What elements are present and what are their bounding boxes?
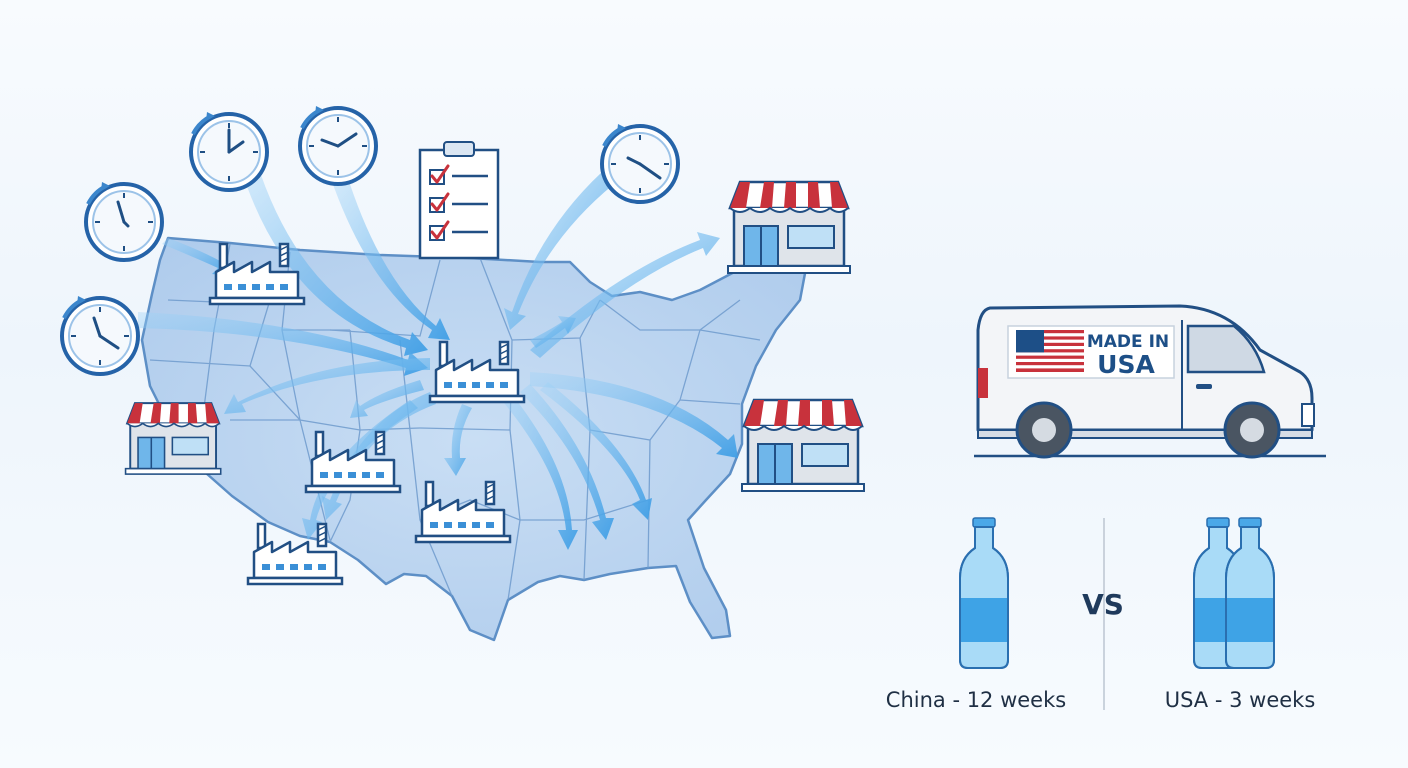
van-label-line2: USA	[1097, 350, 1155, 379]
stopwatch-icon	[298, 104, 378, 186]
arrow-watch-to-center-a	[240, 160, 428, 356]
arrow-center-to-south	[500, 392, 578, 550]
water-bottle-icon	[1225, 517, 1275, 669]
arrow-watch-to-factory-nw	[162, 238, 232, 276]
arrow-center-to-southeast	[520, 384, 614, 540]
van-wheel-front	[1223, 401, 1281, 459]
arrow-watch-to-center-c	[138, 312, 428, 376]
arrow-center-to-store-e	[530, 372, 738, 458]
vs-label: VS	[1082, 588, 1124, 621]
stopwatch-icon	[189, 110, 269, 192]
storefront-icon	[726, 180, 852, 275]
arrow-center-to-gulf	[540, 382, 652, 520]
us-flag-icon	[1016, 330, 1084, 372]
arrow-center-to-factory-sw	[322, 392, 436, 520]
arrow-center-to-store-ne	[530, 232, 720, 358]
arrow-center-to-sw-small	[350, 380, 424, 418]
delivery-van-icon: MADE IN USA	[974, 304, 1326, 459]
bottle-comparison: VS China - 12 weeks USA - 3 weeks	[886, 517, 1316, 712]
van-wheel-rear	[1015, 401, 1073, 459]
clipboard-checklist-icon	[418, 141, 500, 260]
arrow-watch-to-center-b	[330, 172, 450, 340]
arrow-watch-ne-to-center	[504, 172, 614, 330]
stopwatch-icon	[84, 180, 164, 262]
arrow-center-to-ne-states	[530, 316, 576, 348]
flow-arrows	[138, 160, 738, 550]
china-lead-time-label: China - 12 weeks	[886, 688, 1066, 712]
arrow-center-to-sw-factory	[302, 400, 418, 540]
stopwatch-icon	[600, 122, 680, 204]
van-label-line1: MADE IN	[1087, 332, 1169, 352]
arrow-center-to-factory-s	[444, 404, 472, 476]
storefront-icon	[740, 398, 866, 493]
arrow-center-to-store-w	[224, 358, 430, 414]
storefront-icon	[124, 402, 222, 476]
water-bottle-icon	[959, 517, 1009, 669]
usa-lead-time-label: USA - 3 weeks	[1165, 688, 1316, 712]
stopwatch-icon	[60, 294, 140, 376]
